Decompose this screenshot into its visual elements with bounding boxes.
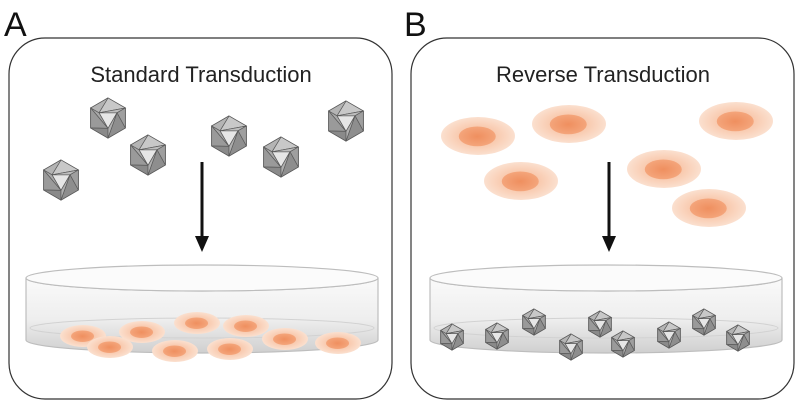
cell-icon xyxy=(87,336,133,358)
cell-icon xyxy=(207,338,253,360)
panel-letter-a: A xyxy=(4,6,27,44)
panel-a: A Standard Transduction xyxy=(4,6,393,400)
virus-particle-icon xyxy=(522,308,547,336)
cell-icon xyxy=(315,332,361,354)
arrow-b xyxy=(602,162,616,252)
culture-dish-a xyxy=(25,264,379,362)
virus-particle-icon xyxy=(726,324,751,352)
virus-particle-icon xyxy=(559,333,584,361)
cell-icon xyxy=(672,189,746,227)
panel-a-title: Standard Transduction xyxy=(90,62,311,87)
virus-particle-icon xyxy=(588,310,613,338)
cell-icon xyxy=(699,102,773,140)
virus-particle-icon xyxy=(485,322,510,350)
cell-icon xyxy=(484,162,558,200)
virus-particle-icon xyxy=(42,159,80,201)
cell-icon xyxy=(441,117,515,155)
cell-icon xyxy=(152,340,198,362)
virus-particle-icon xyxy=(89,97,127,139)
cell-icon xyxy=(262,328,308,350)
virus-particle-icon xyxy=(692,308,717,336)
virus-particle-icon xyxy=(657,321,682,349)
panel-a-particles-above xyxy=(42,97,365,201)
culture-dish-b xyxy=(429,264,783,361)
virus-particle-icon xyxy=(327,100,365,142)
panel-letter-b: B xyxy=(404,6,427,44)
virus-particle-icon xyxy=(210,115,248,157)
panel-b-title: Reverse Transduction xyxy=(496,62,710,87)
panel-b: B Reverse Transduction xyxy=(404,6,795,400)
virus-particle-icon xyxy=(611,330,636,358)
cell-icon xyxy=(174,312,220,334)
virus-particle-icon xyxy=(129,134,167,176)
virus-particle-icon xyxy=(440,323,465,351)
cell-icon xyxy=(627,150,701,188)
panel-b-particles-above xyxy=(441,102,773,227)
cell-icon xyxy=(119,321,165,343)
arrow-a xyxy=(195,162,209,252)
cell-icon xyxy=(223,315,269,337)
cell-icon xyxy=(532,105,606,143)
virus-particle-icon xyxy=(262,136,300,178)
